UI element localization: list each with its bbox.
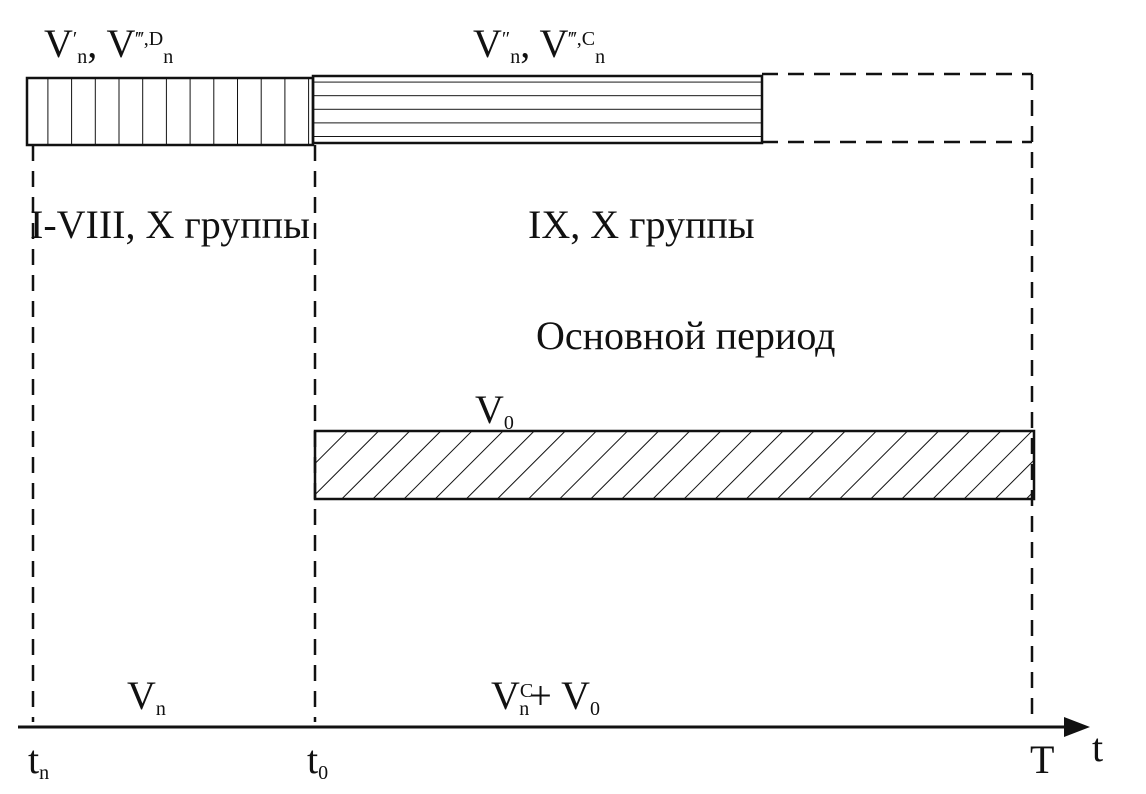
label-main-period: Основной период — [536, 313, 836, 358]
axis-tick-tn: tn — [28, 737, 50, 784]
label-groups-right: IX, X группы — [528, 202, 755, 247]
label-top-right: V″n, V‴,Cn — [473, 21, 606, 68]
label-v-prime: V — [44, 21, 73, 66]
label-bottom-right: VCn+ V0 — [491, 673, 600, 720]
bar-main-period-diagonal-hatch — [313, 429, 1036, 501]
label-groups-left: I-VIII, X группы — [30, 202, 310, 247]
bar-preliminary-vertical-hatch — [25, 76, 315, 147]
label-top-left: V′n, V‴,Dn — [44, 21, 174, 68]
axis-label-t: t — [1092, 725, 1104, 770]
label-v0: V0 — [475, 387, 514, 434]
axis-tick-T: T — [1030, 737, 1055, 782]
time-axis-arrowhead — [1064, 717, 1090, 737]
label-bottom-left: Vn — [127, 673, 166, 720]
axis-tick-t0: t0 — [307, 737, 329, 784]
bar-preliminary-horizontal-hatch — [311, 74, 764, 145]
